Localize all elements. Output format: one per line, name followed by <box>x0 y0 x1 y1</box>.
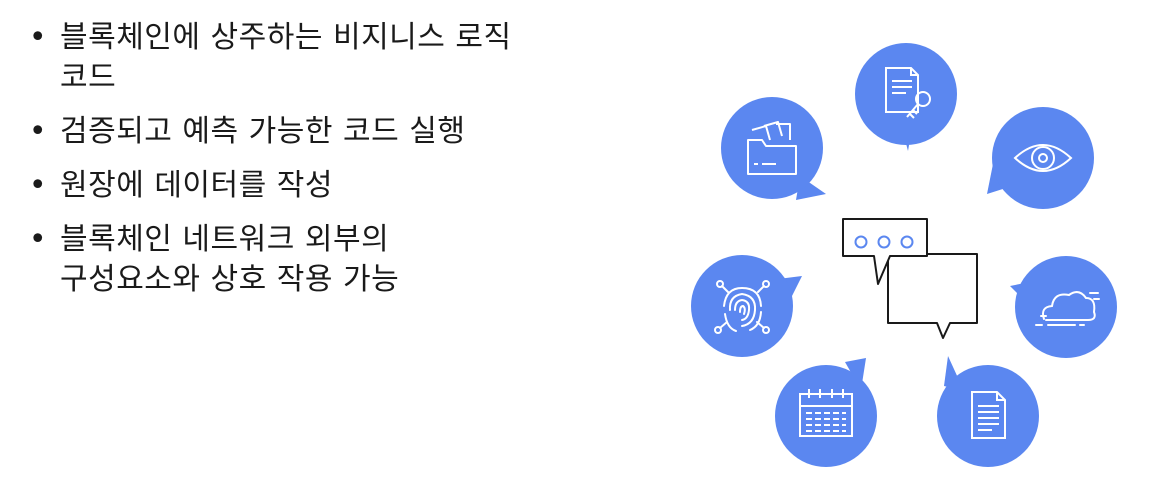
bullet-item-4: • 블록체인 네트워크 외부의 구성요소와 상호 작용 가능 <box>28 220 588 300</box>
folder-files-icon <box>721 97 826 200</box>
bullet-text-line: 블록체인에 상주하는 비지니스 로직 <box>60 20 512 55</box>
bullet-dot: • <box>28 168 48 203</box>
bullet-dot: • <box>28 20 48 55</box>
bullet-text-line: 블록체인 네트워크 외부의 <box>60 222 390 257</box>
calendar-icon <box>775 358 877 467</box>
bullet-dot: • <box>28 114 48 149</box>
bullet-item-2: • 검증되고 예측 가능한 코드 실행 <box>28 112 588 152</box>
cloud-icon <box>1010 256 1117 358</box>
bullet-dot: • <box>28 222 48 257</box>
chat-bubbles-icon <box>842 218 978 339</box>
bullet-text-line: 구성요소와 상호 작용 가능 <box>60 262 400 297</box>
bullet-list: • 블록체인에 상주하는 비지니스 로직 코드 • 검증되고 예측 가능한 코드… <box>28 18 588 314</box>
bullet-text-line: 원장에 데이터를 작성 <box>60 168 333 203</box>
smart-contract-diagram <box>680 36 1150 476</box>
bullet-item-3: • 원장에 데이터를 작성 <box>28 166 588 206</box>
fingerprint-icon <box>691 255 802 357</box>
document-key-icon <box>855 43 957 151</box>
eye-icon <box>987 107 1094 209</box>
bullet-text-line: 코드 <box>60 60 117 95</box>
document-icon <box>937 356 1039 467</box>
bullet-item-1: • 블록체인에 상주하는 비지니스 로직 코드 <box>28 18 588 98</box>
bullet-text-line: 검증되고 예측 가능한 코드 실행 <box>60 114 466 149</box>
